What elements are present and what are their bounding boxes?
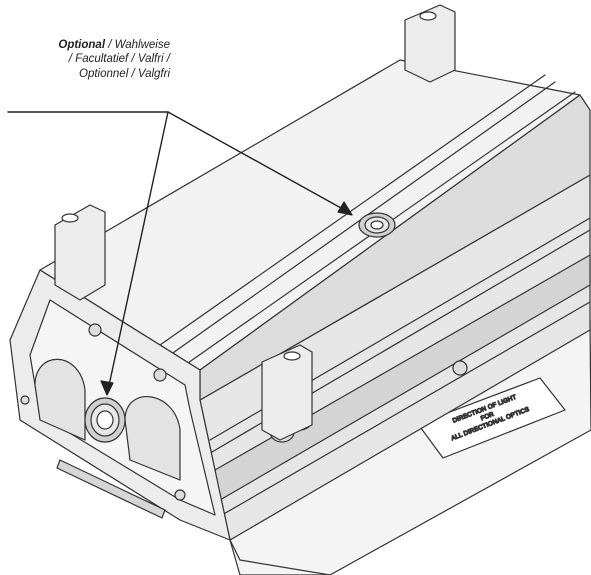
callout-optional-bold: Optional [58, 39, 106, 51]
end-cap-cable-gland [84, 397, 126, 443]
front-rail-line-3 [221, 301, 591, 516]
callout-line-2: / Facultatief / Valfri / [68, 53, 170, 66]
callout-line-1-rest: / Wahlweise [105, 39, 170, 51]
end-cap-screw-1 [88, 323, 102, 337]
callout-arrow-top [337, 201, 353, 216]
end-cap-screw-2 [153, 368, 167, 382]
end-cap-slot [56, 459, 166, 519]
callout-line-3: Optionnel / Valgfri [79, 67, 170, 80]
end-cap-lobe-right [124, 396, 181, 481]
end-cap-lobe-left [34, 358, 86, 441]
end-cap-screw-3 [174, 489, 186, 501]
mounting-bracket-right [261, 344, 313, 441]
end-cap-screw-4 [20, 395, 30, 405]
top-cable-gland [358, 212, 396, 238]
mounting-bracket-left [54, 204, 106, 301]
optional-callout-text: Optional / Wahlweise / Facultatief / Val… [0, 38, 170, 81]
top-rail-1 [159, 74, 546, 346]
callout-leader [7, 111, 351, 391]
side-screw [452, 360, 468, 376]
direction-label-plate: DIRECTION OF LIGHT FOR ALL DIRECTIONAL O… [417, 377, 566, 459]
mounting-bracket-rear [404, 4, 456, 83]
callout-arrow-endcap [100, 380, 114, 396]
base-plate-edge [229, 539, 331, 575]
callout-line-1: Optional / Wahlweise [0, 38, 170, 52]
